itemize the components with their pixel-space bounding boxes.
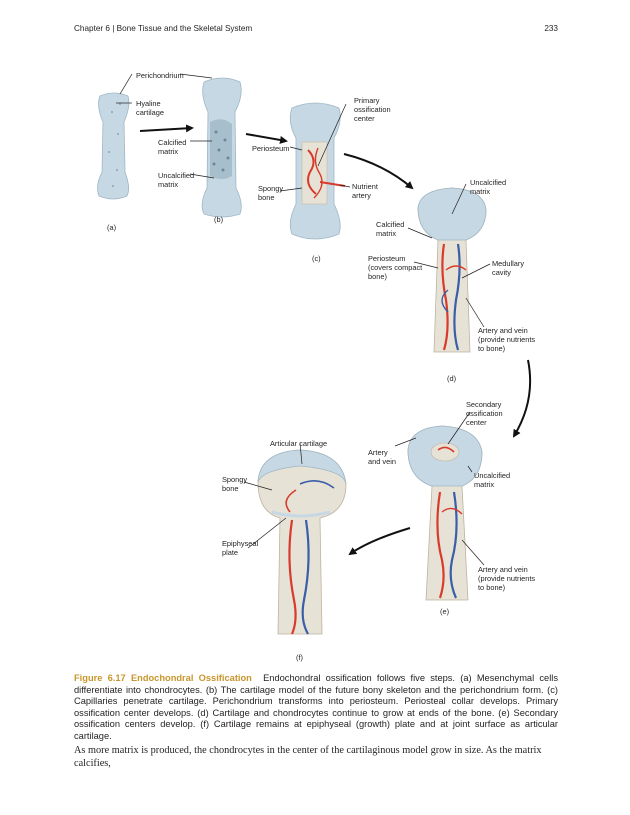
label-primary-ossification-1: Primary (354, 96, 380, 105)
figure-labels: Perichondrium Hyaline cartilage Calcifie… (136, 71, 535, 592)
body-paragraph: As more matrix is produced, the chondroc… (74, 745, 542, 769)
label-artery-vein-e-short-2: and vein (368, 457, 396, 466)
label-spongy-bone-f-1: Spongy (222, 475, 247, 484)
panel-a-cartilage-model (97, 92, 130, 200)
label-artery-vein-d-2: (provide nutrients (478, 335, 535, 344)
page-number: 233 (544, 24, 558, 33)
arrow-c-to-d (343, 153, 414, 190)
transition-arrows (139, 124, 532, 556)
panel-d-label: (d) (447, 374, 456, 383)
caption-text: Endochondral ossification follows five s… (74, 673, 558, 741)
label-uncalcified-matrix-e-2: matrix (474, 480, 494, 489)
label-primary-ossification-3: center (354, 114, 375, 123)
label-artery-vein-d-3: to bone) (478, 344, 505, 353)
arrow-d-to-e (512, 359, 532, 438)
label-secondary-ossification-3: center (466, 418, 487, 427)
label-artery-vein-e-3: to bone) (478, 583, 505, 592)
label-calcified-matrix-d-1: Calcified (376, 220, 404, 229)
panel-e-bone (407, 425, 483, 601)
panel-f-label: (f) (296, 653, 303, 662)
label-calcified-matrix-d-2: matrix (376, 229, 396, 238)
label-nutrient-artery-2: artery (352, 191, 371, 200)
label-hyaline-cartilage-1: Hyaline (136, 99, 161, 108)
label-spongy-bone-c-2: bone (258, 193, 274, 202)
arrow-e-to-f (348, 527, 411, 556)
label-uncalcified-matrix-d-1: Uncalcified (470, 178, 506, 187)
label-uncalcified-matrix-b-2: matrix (158, 180, 178, 189)
figure-caption: Figure 6.17 Endochondral Ossification En… (74, 673, 558, 743)
label-calcified-matrix-b-2: matrix (158, 147, 178, 156)
label-artery-vein-d-1: Artery and vein (478, 326, 528, 335)
page-header: Chapter 6 | Bone Tissue and the Skeletal… (74, 24, 558, 36)
panel-b-label: (b) (214, 215, 223, 224)
label-calcified-matrix-b-1: Calcified (158, 138, 186, 147)
leader-lines (116, 73, 491, 566)
caption-title: Figure 6.17 Endochondral Ossification (74, 673, 252, 683)
panel-c-bone (289, 102, 346, 240)
label-secondary-ossification-1: Secondary (466, 400, 502, 409)
panel-b-cartilage-model (201, 77, 242, 218)
label-medullary-cavity-2: cavity (492, 268, 511, 277)
label-artery-vein-e-2: (provide nutrients (478, 574, 535, 583)
label-perichondrium: Perichondrium (136, 71, 184, 80)
label-uncalcified-matrix-d-2: matrix (470, 187, 490, 196)
panel-e-label: (e) (440, 607, 449, 616)
arrow-a-to-b (139, 124, 194, 133)
label-periosteum-d-3: bone) (368, 272, 387, 281)
label-medullary-cavity-1: Medullary (492, 259, 524, 268)
label-uncalcified-matrix-e-1: Uncalcified (474, 471, 510, 480)
label-uncalcified-matrix-b-1: Uncalcified (158, 171, 194, 180)
label-secondary-ossification-2: ossification (466, 409, 503, 418)
label-artery-vein-e-short-1: Artery (368, 448, 388, 457)
chapter-title: Chapter 6 | Bone Tissue and the Skeletal… (74, 24, 253, 33)
label-epiphyseal-plate-1: Epiphyseal (222, 539, 259, 548)
label-epiphyseal-plate-2: plate (222, 548, 238, 557)
panel-d-bone (417, 187, 487, 353)
label-artery-vein-e-1: Artery and vein (478, 565, 528, 574)
endochondral-ossification-figure: (a) (b) (c) (d) (e) (97, 71, 535, 662)
label-spongy-bone-f-2: bone (222, 484, 238, 493)
label-periosteum-d-1: Periosteum (368, 254, 405, 263)
label-nutrient-artery-1: Nutrient (352, 182, 378, 191)
panel-c-label: (c) (312, 254, 321, 263)
label-primary-ossification-2: ossification (354, 105, 391, 114)
label-articular-cartilage: Articular cartilage (270, 439, 327, 448)
label-periosteum-d-2: (covers compact (368, 263, 422, 272)
label-hyaline-cartilage-2: cartilage (136, 108, 164, 117)
panel-a-label: (a) (107, 223, 116, 232)
arrow-b-to-c (245, 133, 288, 144)
label-spongy-bone-c-1: Spongy (258, 184, 283, 193)
label-periosteum-c: Periosteum (252, 144, 289, 153)
panel-f-bone (257, 449, 347, 635)
